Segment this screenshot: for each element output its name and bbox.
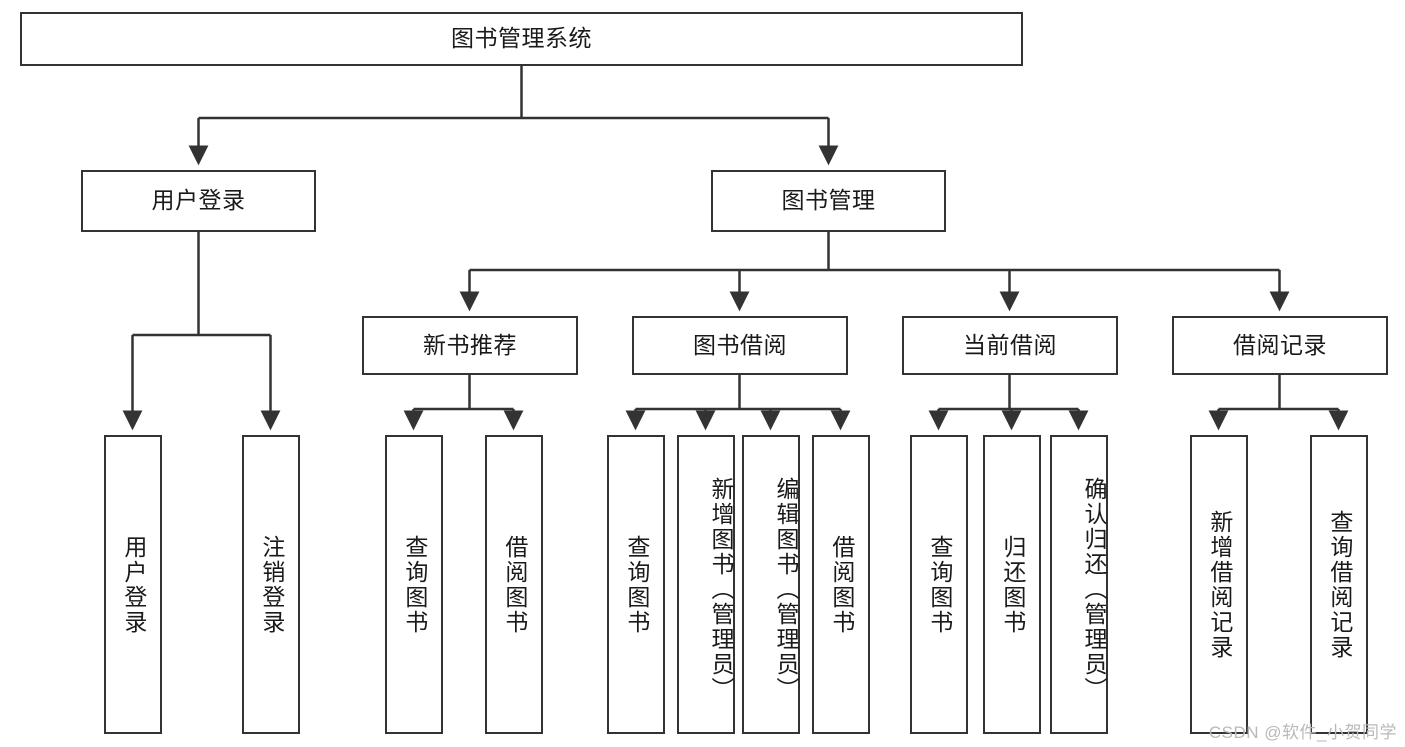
leaf-borrow-book[interactable]: 借阅图书 bbox=[812, 435, 870, 734]
leaf-label: 查询借阅记录 bbox=[1326, 509, 1353, 660]
node-borrow-record[interactable]: 借阅记录 bbox=[1172, 316, 1388, 375]
leaf-label: 查询图书 bbox=[623, 534, 650, 635]
node-book-management[interactable]: 图书管理 bbox=[711, 170, 946, 232]
leaf-label: 归还图书 bbox=[999, 534, 1026, 635]
leaf-query-book-current[interactable]: 查询图书 bbox=[910, 435, 968, 734]
leaf-label: 借阅图书 bbox=[828, 534, 855, 635]
leaf-add-borrow-record[interactable]: 新增借阅记录 bbox=[1190, 435, 1248, 734]
leaf-return-book[interactable]: 归还图书 bbox=[983, 435, 1041, 734]
node-book-management-label: 图书管理 bbox=[781, 187, 876, 214]
leaf-label: 借阅图书 bbox=[501, 534, 528, 635]
leaf-add-book-admin[interactable]: 新增图书（管理员） bbox=[677, 435, 735, 734]
watermark: CSDN @软件_小贺同学 bbox=[1208, 723, 1397, 742]
leaf-borrow-book-recommend[interactable]: 借阅图书 bbox=[485, 435, 543, 734]
leaf-query-borrow-record[interactable]: 查询借阅记录 bbox=[1310, 435, 1368, 734]
leaf-user-login[interactable]: 用户登录 bbox=[104, 435, 162, 734]
leaf-label: 用户登录 bbox=[120, 534, 147, 635]
leaf-query-book-recommend[interactable]: 查询图书 bbox=[385, 435, 443, 734]
node-root-label: 图书管理系统 bbox=[451, 25, 592, 52]
node-borrow-record-label: 借阅记录 bbox=[1233, 331, 1327, 358]
node-user-login-label: 用户登录 bbox=[151, 187, 246, 214]
leaf-logout[interactable]: 注销登录 bbox=[242, 435, 300, 734]
node-root[interactable]: 图书管理系统 bbox=[20, 12, 1023, 66]
node-current-borrow[interactable]: 当前借阅 bbox=[902, 316, 1118, 375]
leaf-label: 编辑图书（管理员） bbox=[773, 477, 799, 702]
leaf-query-book-borrow[interactable]: 查询图书 bbox=[607, 435, 665, 734]
node-new-book-recommend[interactable]: 新书推荐 bbox=[362, 316, 578, 375]
node-book-borrow-label: 图书借阅 bbox=[693, 331, 787, 358]
leaf-label: 注销登录 bbox=[258, 534, 285, 635]
leaf-label: 新增借阅记录 bbox=[1206, 509, 1233, 660]
leaf-label: 新增图书（管理员） bbox=[708, 477, 734, 702]
leaf-confirm-return-admin[interactable]: 确认归还（管理员） bbox=[1050, 435, 1108, 734]
node-current-borrow-label: 当前借阅 bbox=[963, 331, 1057, 358]
leaf-label: 确认归还（管理员） bbox=[1081, 477, 1107, 702]
leaf-label: 查询图书 bbox=[926, 534, 953, 635]
leaf-label: 查询图书 bbox=[401, 534, 428, 635]
leaf-edit-book-admin[interactable]: 编辑图书（管理员） bbox=[742, 435, 800, 734]
node-new-book-recommend-label: 新书推荐 bbox=[423, 331, 517, 358]
node-book-borrow[interactable]: 图书借阅 bbox=[632, 316, 848, 375]
node-user-login[interactable]: 用户登录 bbox=[81, 170, 316, 232]
